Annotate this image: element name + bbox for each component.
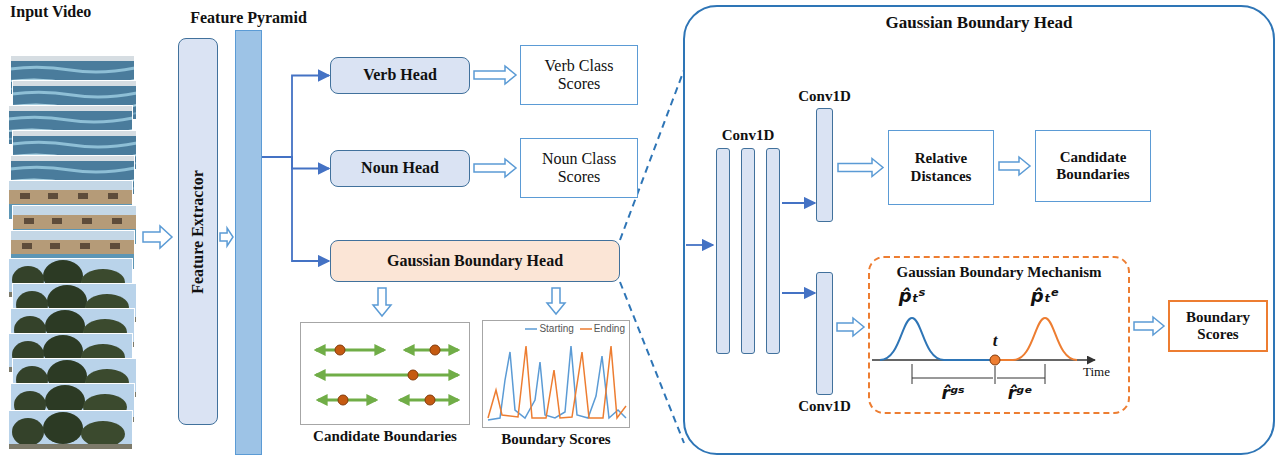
output-box: Relative Distances xyxy=(888,130,994,205)
box-text: Noun Head xyxy=(361,159,439,177)
arrow-line xyxy=(782,202,815,204)
conv-layer xyxy=(766,148,780,354)
box-text: Verb Class Scores xyxy=(524,57,634,94)
legend-line xyxy=(525,327,537,331)
output-box: Candidate Boundaries xyxy=(1035,130,1151,202)
math-symbol: p̂ₜˢ xyxy=(899,286,926,307)
axis-label: Time xyxy=(1083,365,1110,380)
block-arrow xyxy=(999,157,1030,175)
legend-item: Starting xyxy=(525,323,573,334)
starting-curve xyxy=(488,346,626,420)
pyramid-bar: Feature Pyramid xyxy=(235,30,262,455)
arrow-line xyxy=(686,244,713,246)
heading: Conv1D xyxy=(722,127,775,144)
output-box: Boundary Scores xyxy=(1168,300,1268,352)
end-gaussian xyxy=(997,318,1077,360)
heading: Feature Pyramid xyxy=(190,9,307,27)
heading: Gaussian Boundary Head xyxy=(685,13,1273,33)
block-arrow xyxy=(474,159,516,177)
conv-stack: Conv1D xyxy=(714,148,782,354)
box-text: Gaussian Boundary Head xyxy=(387,252,563,270)
boundary-dots xyxy=(335,345,440,405)
legend-text: Ending xyxy=(594,323,625,334)
heading: Boundary Scores xyxy=(501,431,610,448)
math-symbol: p̂ₜᵉ xyxy=(1031,286,1060,307)
boundary-arrows xyxy=(316,350,458,400)
block-arrow xyxy=(1134,317,1164,335)
ending-curve xyxy=(488,346,626,418)
heading: Conv1D xyxy=(798,398,851,415)
block-arrow xyxy=(547,288,565,314)
head-box: Noun Head xyxy=(330,150,470,187)
arrow-line xyxy=(262,76,329,158)
box-text: Relative Distances xyxy=(892,150,990,185)
box-text: Candidate Boundaries xyxy=(1039,149,1147,184)
arrow-line xyxy=(262,157,329,169)
video-frames xyxy=(8,55,137,450)
block-arrow xyxy=(373,288,391,316)
legend-text: Starting xyxy=(539,323,573,334)
detail-panel: Conv1D Conv1D Relative Distances Candidate … xyxy=(683,5,1275,455)
distance-marks xyxy=(912,364,1045,384)
conv-layer: Conv1D xyxy=(816,272,833,395)
score-box: Noun Class Scores xyxy=(520,138,638,198)
conv-layer xyxy=(741,148,755,354)
input-label: Input Video xyxy=(10,3,91,21)
candidate-panel: Candidate Boundaries xyxy=(300,322,470,425)
time-point xyxy=(990,355,1000,365)
head-box: Verb Head xyxy=(330,57,470,94)
box-text: Boundary Scores xyxy=(1173,309,1263,344)
gaussian-head-box: Gaussian Boundary Head xyxy=(330,240,620,282)
box-text: Noun Class Scores xyxy=(524,150,634,187)
block-arrow xyxy=(837,318,864,336)
score-chart-panel: Boundary ScoresStartingEnding xyxy=(482,320,630,428)
hollow-arrow xyxy=(143,226,172,248)
block-arrow xyxy=(220,228,233,246)
block-arrow xyxy=(474,66,516,84)
math-symbol: t xyxy=(993,331,998,351)
heading: Gaussian Boundary Mechanism xyxy=(870,264,1128,281)
mechanism-box: Gaussian Boundary Mechanism xyxy=(868,256,1130,414)
legend-line xyxy=(580,327,592,331)
legend-item: Ending xyxy=(580,323,625,334)
heading: Conv1D xyxy=(798,88,851,105)
heading: Candidate Boundaries xyxy=(313,428,457,445)
extractor-box: Feature Extractor xyxy=(178,38,218,425)
arrow-line xyxy=(262,157,329,261)
arrow-line xyxy=(782,292,815,294)
conv-layer: Conv1D xyxy=(816,108,833,222)
score-box: Verb Class Scores xyxy=(520,45,638,105)
math-symbol: r̂ᵍˢ xyxy=(941,384,964,404)
start-gaussian xyxy=(880,318,993,360)
heading: Feature Extractor xyxy=(189,170,207,294)
chart-legend: Starting Ending xyxy=(525,323,625,334)
box-text: Verb Head xyxy=(363,66,437,84)
math-symbol: r̂ᵍᵉ xyxy=(1008,384,1033,404)
block-arrow xyxy=(838,159,883,177)
conv-layer xyxy=(716,148,730,354)
